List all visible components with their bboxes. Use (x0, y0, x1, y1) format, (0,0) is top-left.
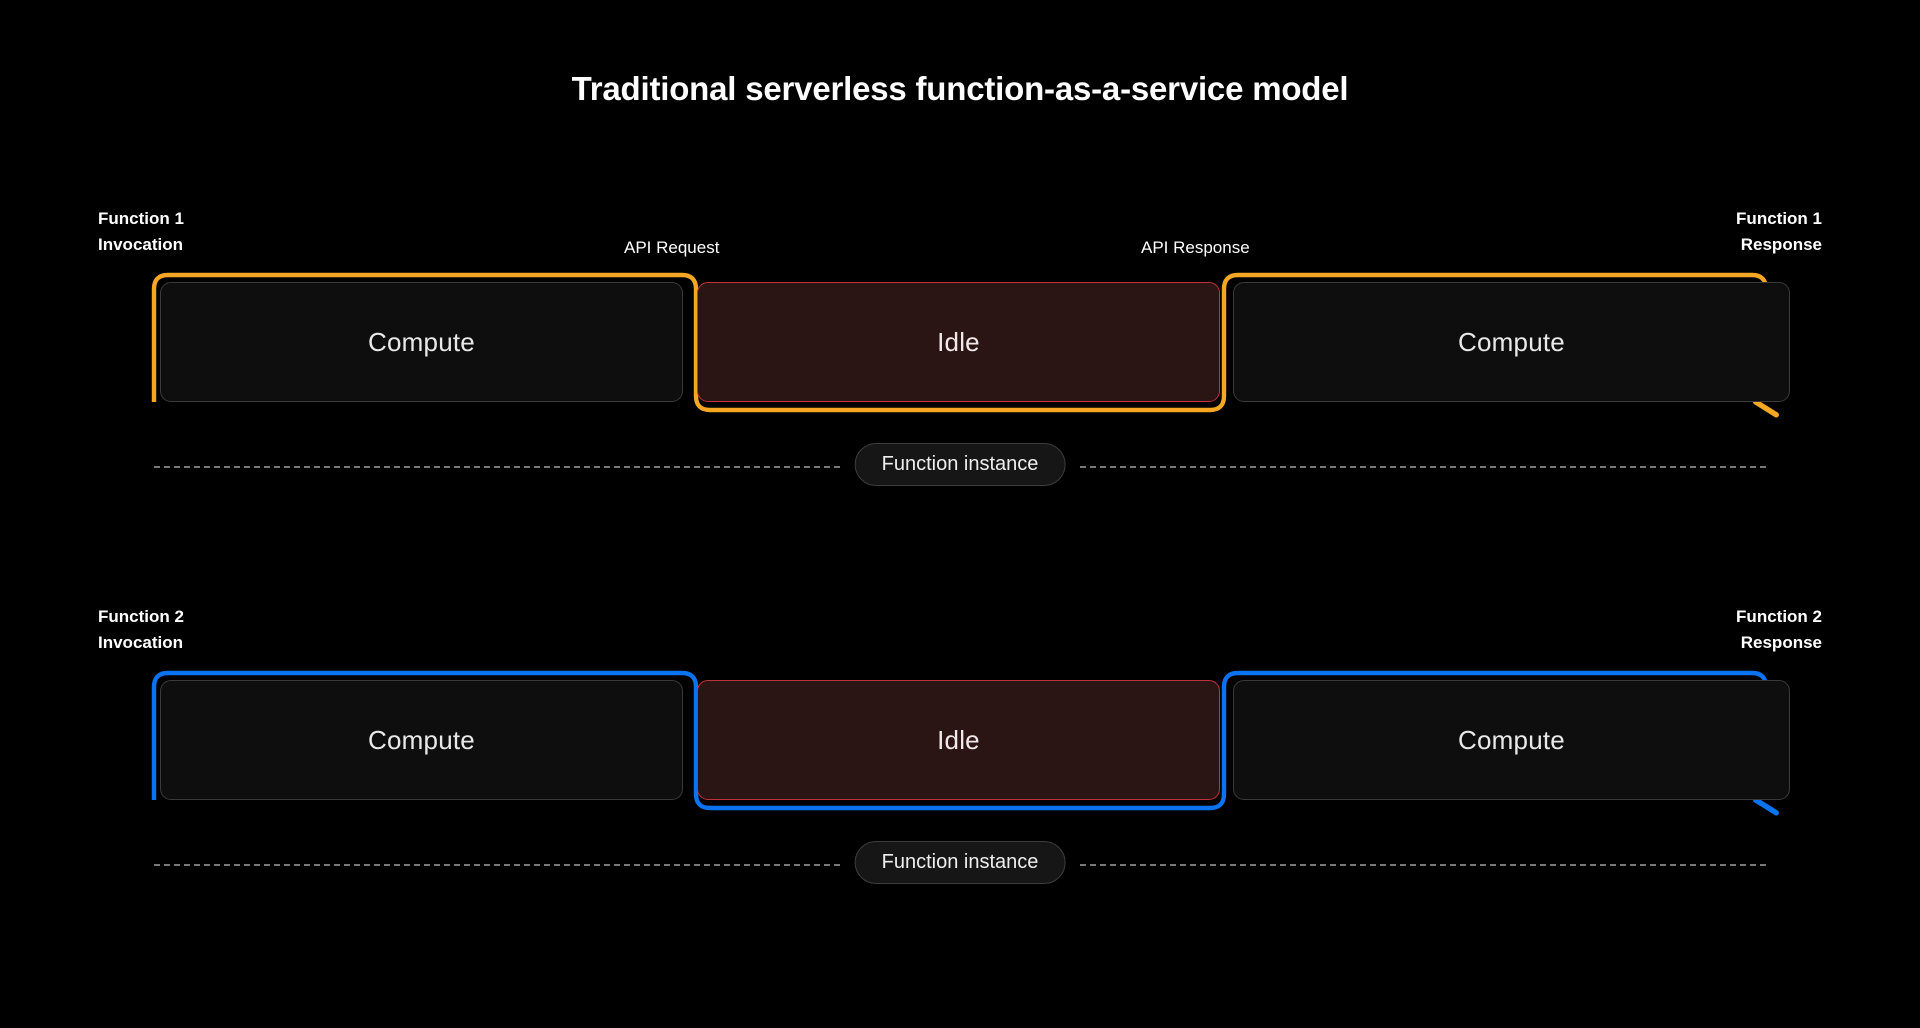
function-1-instance-line: Function instance (0, 443, 1920, 489)
function-2-invocation-label: Function 2 Invocation (98, 607, 184, 653)
segment-compute-1a: Compute (160, 282, 683, 402)
segment-compute-2b: Compute (1233, 680, 1790, 800)
function-2-segments: Compute Idle Compute (160, 680, 1790, 800)
page-title: Traditional serverless function-as-a-ser… (571, 70, 1349, 107)
segment-compute-2a: Compute (160, 680, 683, 800)
instance-dash-right (1080, 864, 1766, 866)
instance-dash-right (1080, 466, 1766, 468)
function-2-instance-line: Function instance (0, 841, 1920, 887)
api-request-label: API Request (624, 238, 720, 257)
function-1-invocation-label: Function 1 Invocation (98, 209, 184, 255)
segment-compute-1b: Compute (1233, 282, 1790, 402)
segment-idle-2: Idle (697, 680, 1220, 800)
api-response-label: API Response (1141, 238, 1250, 257)
function-1-segments: Compute Idle Compute (160, 282, 1790, 402)
function-instance-pill-1: Function instance (854, 443, 1066, 486)
instance-dash-left (154, 864, 840, 866)
function-instance-pill-2: Function instance (854, 841, 1066, 884)
segment-idle-1: Idle (697, 282, 1220, 402)
function-2-response-label: Function 2 Response (1736, 607, 1822, 653)
function-1-response-label: Function 1 Response (1736, 209, 1822, 255)
instance-dash-left (154, 466, 840, 468)
